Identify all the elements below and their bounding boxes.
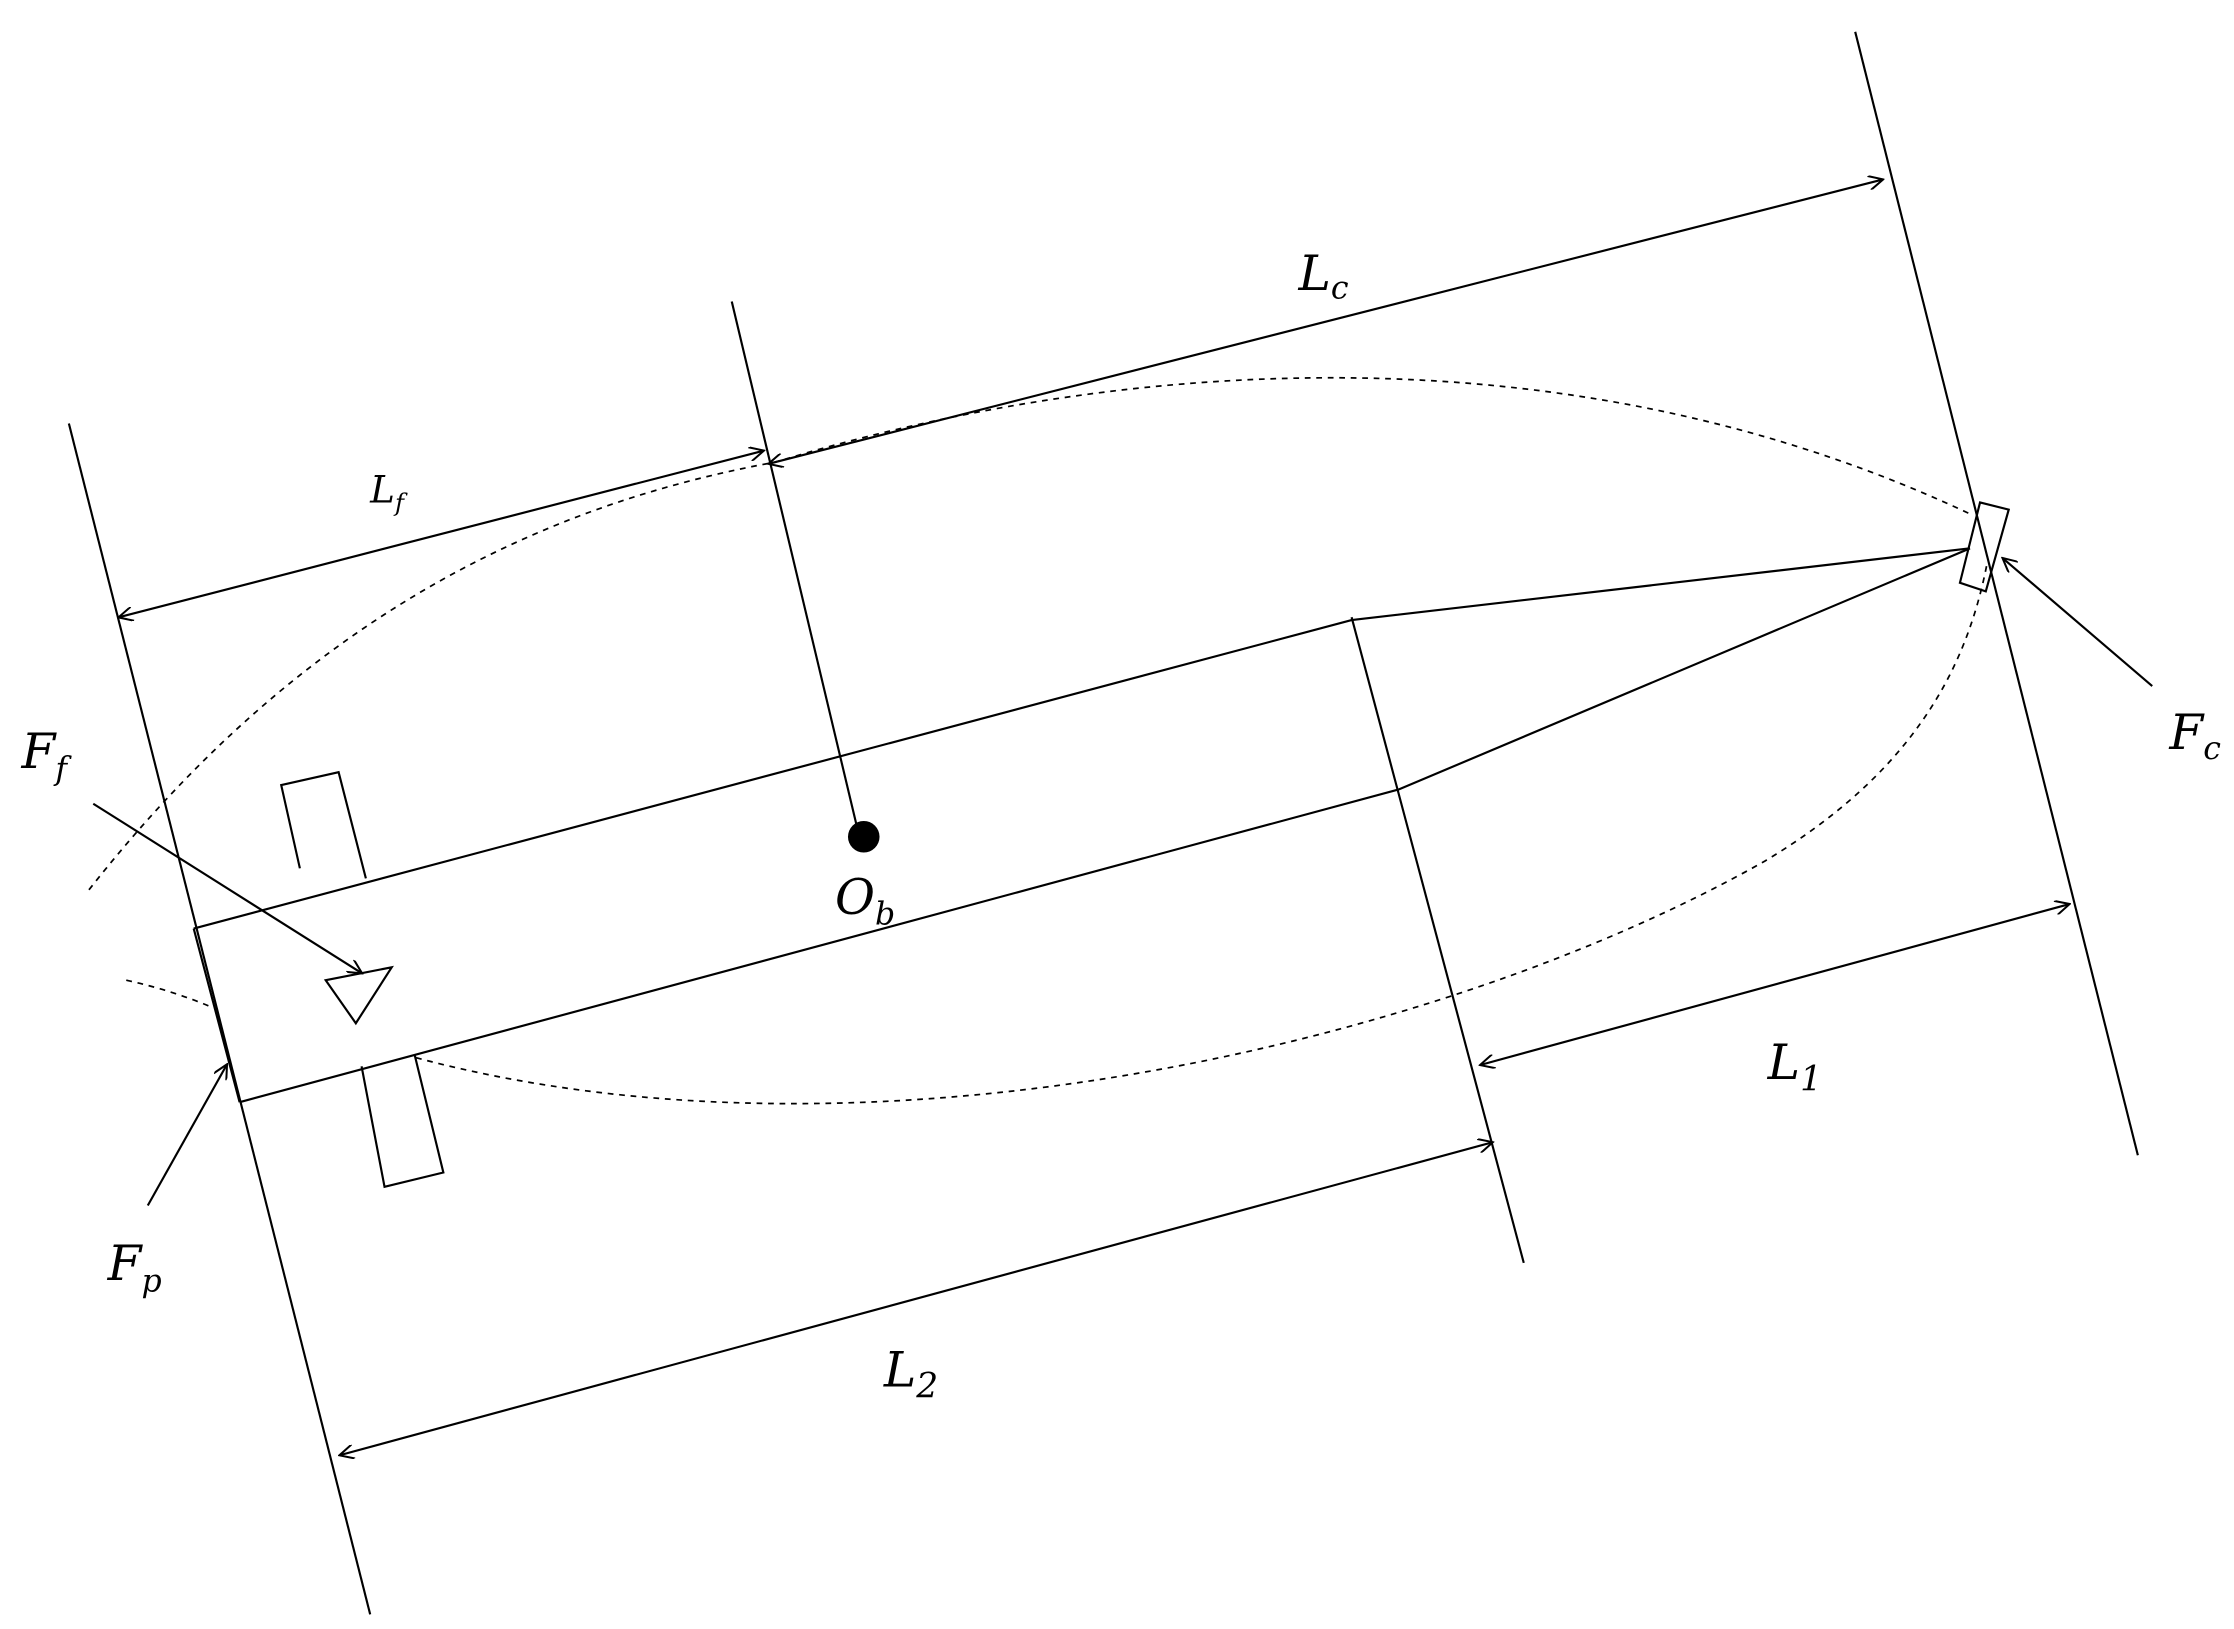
reference-line-body-end: [1350, 616, 1525, 1264]
body-top-edge: [193, 547, 1971, 930]
Lf-dimension-arrow: [119, 451, 763, 617]
Ff-pointer-arrow: [92, 802, 361, 973]
fin-upper-part: [279, 770, 367, 879]
L1-dimension-arrow: [1481, 904, 2069, 1065]
L2-dimension-arrow: [340, 1142, 1492, 1455]
Fp-pointer-arrow: [146, 1065, 227, 1207]
Ff-label: Ff: [21, 723, 73, 787]
body-bottom-edge: [239, 547, 1971, 1104]
body-rear-end: [192, 928, 241, 1103]
Fc-pointer-arrow: [2003, 558, 2153, 687]
lower-deflection-curve: [415, 562, 1989, 1105]
upper-deflection-curve: [88, 376, 1971, 891]
fin-triangle-marker: [323, 965, 394, 1026]
canard-rectangle: [1958, 501, 2011, 593]
fin-lower-part: [360, 1054, 445, 1189]
Lc-label: Lc: [1298, 245, 1349, 307]
Lc-dimension-arrow: [769, 180, 1882, 464]
reference-line-rear: [67, 423, 372, 1615]
L1-label: L1: [1767, 1034, 1822, 1099]
center-of-gravity-dot: [847, 820, 880, 853]
reference-line-cog: [730, 301, 858, 826]
Ob-label: Ob: [835, 869, 895, 932]
Fp-label: Fp: [107, 1235, 162, 1299]
L2-label: L2: [883, 1341, 938, 1406]
Fc-label: Fc: [2168, 704, 2221, 767]
rear-deflection-stub: [126, 979, 213, 1009]
Lf-label: Lf: [369, 467, 408, 517]
reference-line-front: [1854, 31, 2139, 1156]
